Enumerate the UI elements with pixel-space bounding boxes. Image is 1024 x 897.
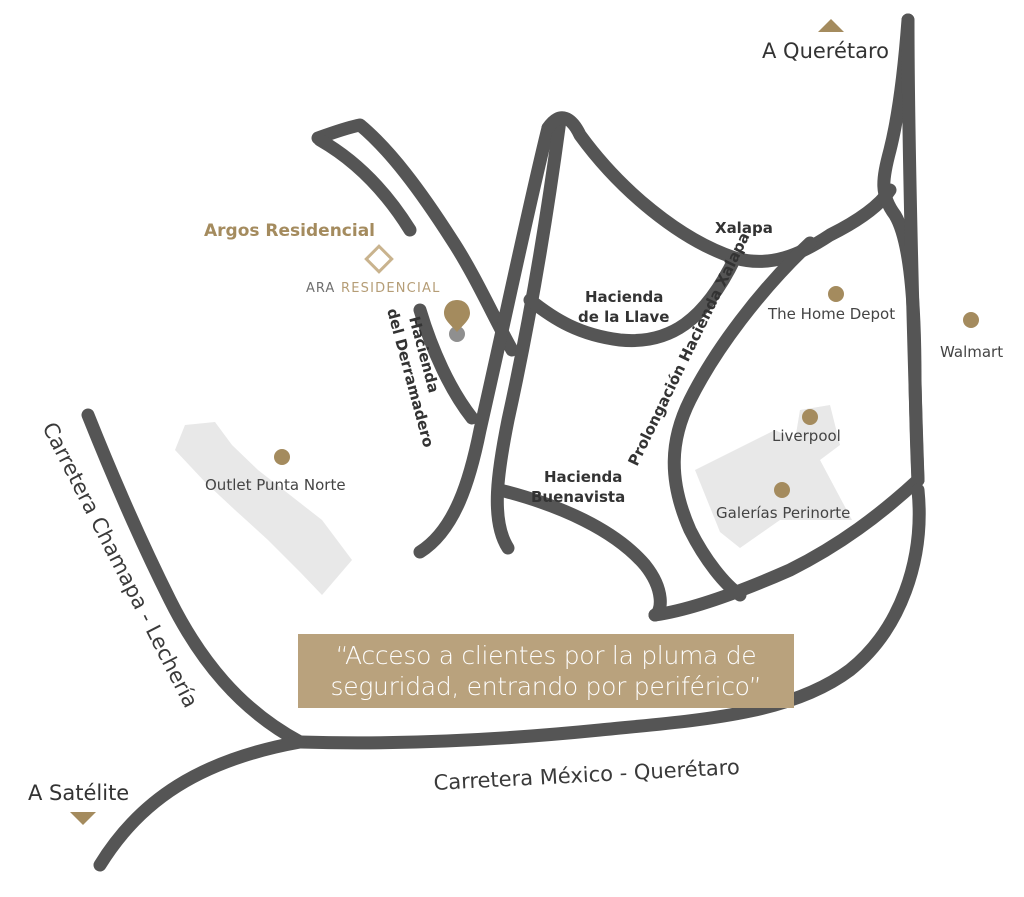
road-xalapa bbox=[541, 111, 897, 268]
direction-queretaro-label: A Querétaro bbox=[762, 39, 889, 63]
place-outlet-label: Outlet Punta Norte bbox=[205, 476, 346, 494]
direction-satelite-label: A Satélite bbox=[28, 781, 129, 805]
road-hacienda-buenavista bbox=[493, 483, 667, 622]
triangle-down-icon bbox=[70, 812, 96, 825]
highway-chamapa-label: Carretera Chamapa - Lechería bbox=[38, 418, 203, 711]
road-mexico-queretaro bbox=[93, 735, 307, 872]
outlet-zone bbox=[175, 422, 352, 595]
place-liverpool-label: Liverpool bbox=[772, 427, 841, 445]
highway-mexico-queretaro-label: Carretera México - Querétaro bbox=[433, 755, 740, 795]
poi-dot-icon bbox=[274, 449, 290, 465]
location-pin-icon bbox=[444, 300, 470, 342]
street-llave-label-1: Hacienda bbox=[585, 288, 663, 306]
place-walmart-label: Walmart bbox=[940, 343, 1003, 361]
road-diagonal-2 bbox=[490, 113, 567, 555]
road-chamapa bbox=[81, 408, 307, 749]
poi-dot-icon bbox=[774, 482, 790, 498]
brand-logo-ara: ARA bbox=[306, 281, 335, 296]
road-hacienda-llave bbox=[523, 251, 742, 348]
place-home-depot-label: The Home Depot bbox=[767, 305, 895, 323]
access-note-line-2: seguridad, entrando por periférico” bbox=[330, 672, 762, 701]
brand-logo-residencial: RESIDENCIAL bbox=[341, 281, 441, 296]
street-buenavista-label-2: Buenavista bbox=[531, 488, 625, 506]
street-buenavista-label-1: Hacienda bbox=[544, 468, 622, 486]
triangle-up-icon bbox=[818, 19, 844, 32]
road-spur-pin bbox=[413, 303, 479, 425]
road-network bbox=[81, 13, 926, 872]
road-diagonal-1 bbox=[413, 121, 555, 559]
poi-dot-icon bbox=[828, 286, 844, 302]
street-llave-label-2: de la Llave bbox=[578, 308, 669, 326]
poi-dot-icon bbox=[802, 409, 818, 425]
street-prolongacion-label: Prolongación Hacienda Xalapa bbox=[624, 230, 753, 469]
access-note-box: “Acceso a clientes por la pluma de segur… bbox=[298, 634, 794, 708]
poi-dot-icon bbox=[963, 312, 979, 328]
road-lower-loop bbox=[648, 473, 925, 622]
access-note-line-1: “Acceso a clientes por la pluma de bbox=[335, 641, 757, 670]
brand-title: Argos Residencial bbox=[204, 221, 375, 241]
road-derramadero-inner bbox=[313, 133, 417, 237]
place-galerias-label: Galerías Perinorte bbox=[716, 504, 850, 522]
road-derramadero-upper bbox=[311, 118, 519, 357]
street-xalapa-label: Xalapa bbox=[715, 219, 773, 237]
road-prolongacion bbox=[667, 236, 817, 602]
road-periferico bbox=[293, 483, 926, 750]
diamond-logo-icon bbox=[364, 244, 394, 274]
road-right-vertical-2 bbox=[901, 13, 925, 487]
galerias-zone bbox=[695, 405, 852, 548]
